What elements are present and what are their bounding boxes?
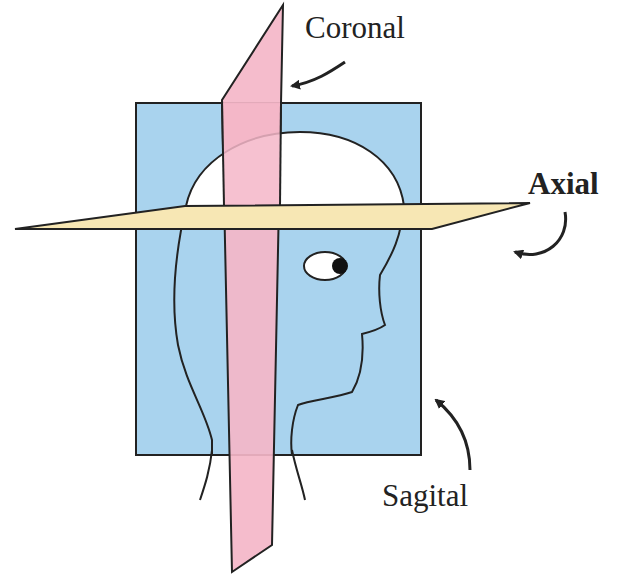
leader-arrow [515,212,566,254]
plane-label: Axial [528,168,599,199]
axial-plane [15,203,530,229]
coronal-plane [222,5,283,572]
plane-label: Coronal [305,12,405,43]
plane-label: Sagital [382,480,468,511]
leader-arrow [436,400,470,470]
head-outline [174,206,212,455]
sagittal-plane [136,103,421,455]
skull-top [186,132,404,206]
leader-arrow [292,62,345,86]
